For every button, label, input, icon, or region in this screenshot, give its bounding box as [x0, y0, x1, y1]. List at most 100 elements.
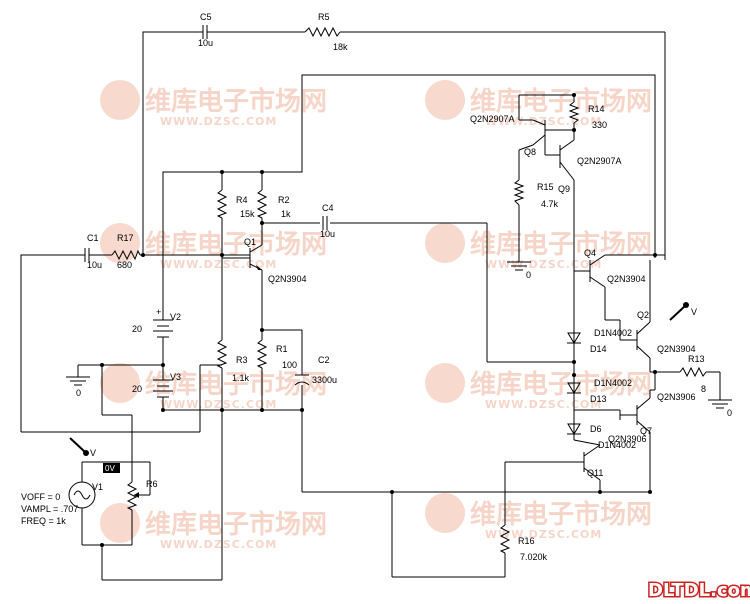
r1-value: 100 [282, 360, 297, 370]
q4-part: Q2N3904 [607, 274, 646, 284]
v3-ref: V3 [170, 372, 181, 382]
q1-part: Q2N3904 [268, 274, 307, 284]
q11-ref: Q11 [587, 468, 603, 478]
svg-text:WWW.DZSC.COM: WWW.DZSC.COM [160, 258, 277, 271]
watermark-1: 维库电子市场网 WWW.DZSC.COM [100, 80, 327, 128]
battery-v2 [153, 300, 173, 365]
r16-ref: R16 [518, 536, 535, 546]
svg-text:WWW.DZSC.COM: WWW.DZSC.COM [485, 528, 602, 541]
capacitor-c4 [322, 216, 328, 230]
watermark-5: 维库电子市场网 WWW.DZSC.COM [100, 363, 327, 411]
r16-value: 7.020k [520, 552, 548, 562]
r3-ref: R3 [236, 355, 248, 365]
q9-part: Q2N2907A [577, 156, 622, 166]
watermark-6: 维库电子市场网 WWW.DZSC.COM [425, 363, 652, 411]
r2-value: 1k [281, 209, 291, 219]
c5-value: 10u [198, 38, 213, 48]
c5-ref: C5 [200, 12, 212, 22]
v1-vampl: VAMPL = .707 [21, 504, 78, 514]
v3-value: 20 [132, 384, 142, 394]
resistor-r3 [216, 339, 228, 369]
d13-ref: D13 [590, 394, 607, 404]
capacitor-c1 [82, 248, 92, 262]
q7-part: Q2N3906 [657, 392, 696, 402]
q11-part: Q2N3906 [608, 434, 647, 444]
resistor-r5 [304, 26, 341, 38]
svg-text:0V: 0V [105, 464, 115, 473]
q9-ref: Q9 [558, 184, 570, 194]
resistor-r2 [256, 189, 268, 219]
r5-ref: R5 [318, 12, 330, 22]
svg-text:WWW.DZSC.COM: WWW.DZSC.COM [160, 398, 277, 411]
svg-text:维库电子市场网: 维库电子市场网 [145, 369, 327, 400]
r3-value: 1.1k [232, 373, 250, 383]
r2-ref: R2 [278, 195, 290, 205]
transistor-q8 [518, 119, 546, 155]
v1-freq: FREQ = 1k [21, 516, 66, 526]
r5-value: 18k [333, 42, 348, 52]
svg-text:WWW.DZSC.COM: WWW.DZSC.COM [485, 258, 602, 271]
current-mirror-wires [518, 94, 575, 362]
capacitor-c2 [294, 374, 310, 386]
q8-part: Q2N2907A [470, 114, 515, 124]
r1-ref: R1 [276, 344, 288, 354]
r4-value: 15k [240, 209, 255, 219]
input-source-wires [21, 364, 223, 581]
c1-value: 10u [87, 260, 102, 270]
watermark-3: 维库电子市场网 WWW.DZSC.COM [100, 223, 327, 271]
r15-ref: R15 [537, 182, 554, 192]
bottom-return-wires [302, 462, 650, 578]
source-v1 [68, 481, 96, 509]
svg-text:V: V [691, 307, 697, 317]
q4-ref: Q4 [584, 248, 596, 258]
transistor-q11 [505, 439, 601, 492]
r13-ref: R13 [688, 354, 705, 364]
probe-box-0v: 0V [103, 463, 120, 473]
v1-ref: V1 [92, 482, 103, 492]
v2-value: 20 [132, 324, 142, 334]
svg-text:维库电子市场网: 维库电子市场网 [145, 509, 327, 540]
r14-value: 330 [592, 120, 607, 130]
svg-text:V: V [90, 448, 96, 458]
d6-part: D1N4002 [598, 440, 636, 450]
transistor-q7 [574, 389, 655, 492]
q8-ref: Q8 [524, 147, 536, 157]
watermark-4: 维库电子市场网 WWW.DZSC.COM [425, 223, 652, 271]
watermark-7: 维库电子市场网 WWW.DZSC.COM [100, 503, 327, 551]
c1-ref: C1 [87, 233, 99, 243]
watermark-2: 维库电子市场网 WWW.DZSC.COM [425, 80, 652, 128]
r15-value: 4.7k [541, 199, 559, 209]
voltage-probe-1-icon[interactable]: V [69, 437, 96, 458]
top-loop-2 [162, 74, 656, 300]
q2-part: Q2N3904 [657, 344, 696, 354]
diode-d14 [567, 332, 581, 344]
input-wires [20, 254, 250, 432]
resistor-r1 [256, 339, 268, 369]
resistor-r14 [568, 101, 580, 124]
dltdl-logo: DLTDL.com [647, 579, 750, 603]
watermark-8: 维库电子市场网 WWW.DZSC.COM [425, 493, 652, 541]
svg-text:WWW.DZSC.COM: WWW.DZSC.COM [160, 538, 277, 551]
d14-ref: D14 [590, 344, 607, 354]
q2-ref: Q2 [637, 310, 649, 320]
capacitor-c5 [196, 25, 212, 39]
ground-mid [507, 261, 531, 271]
transistor-q1 [222, 244, 263, 271]
v2-plus: + [156, 307, 161, 317]
c2-value: 3300u [312, 375, 337, 385]
ground-right-label: 0 [727, 408, 732, 418]
c4-ref: C4 [322, 203, 334, 213]
r4-ref: R4 [236, 195, 248, 205]
svg-text:维库电子市场网: 维库电子市场网 [470, 499, 652, 530]
d13-part: D1N4002 [594, 378, 632, 388]
top-feedback-wires [142, 31, 666, 260]
voltage-probe-2-icon[interactable]: V [669, 302, 697, 321]
r17-value: 680 [117, 260, 132, 270]
svg-text:维库电子市场网: 维库电子市场网 [470, 369, 652, 400]
v1-voff: VOFF = 0 [21, 492, 60, 502]
c2-ref: C2 [318, 355, 330, 365]
v2-ref: V2 [170, 312, 181, 322]
resistor-r4 [216, 189, 228, 219]
r13-value: 8 [701, 384, 706, 394]
